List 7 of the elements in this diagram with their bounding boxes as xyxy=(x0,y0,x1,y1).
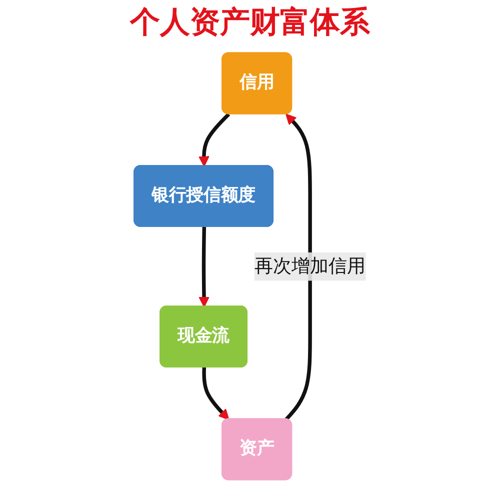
arrow xyxy=(198,226,210,307)
arrow xyxy=(202,366,230,420)
edge-label: 再次增加信用 xyxy=(254,252,366,280)
rounded-box: 资产 xyxy=(222,418,292,480)
arrow xyxy=(198,112,230,166)
diagram-title: 个人资产财富体系 xyxy=(130,6,370,40)
arrow xyxy=(284,113,312,420)
